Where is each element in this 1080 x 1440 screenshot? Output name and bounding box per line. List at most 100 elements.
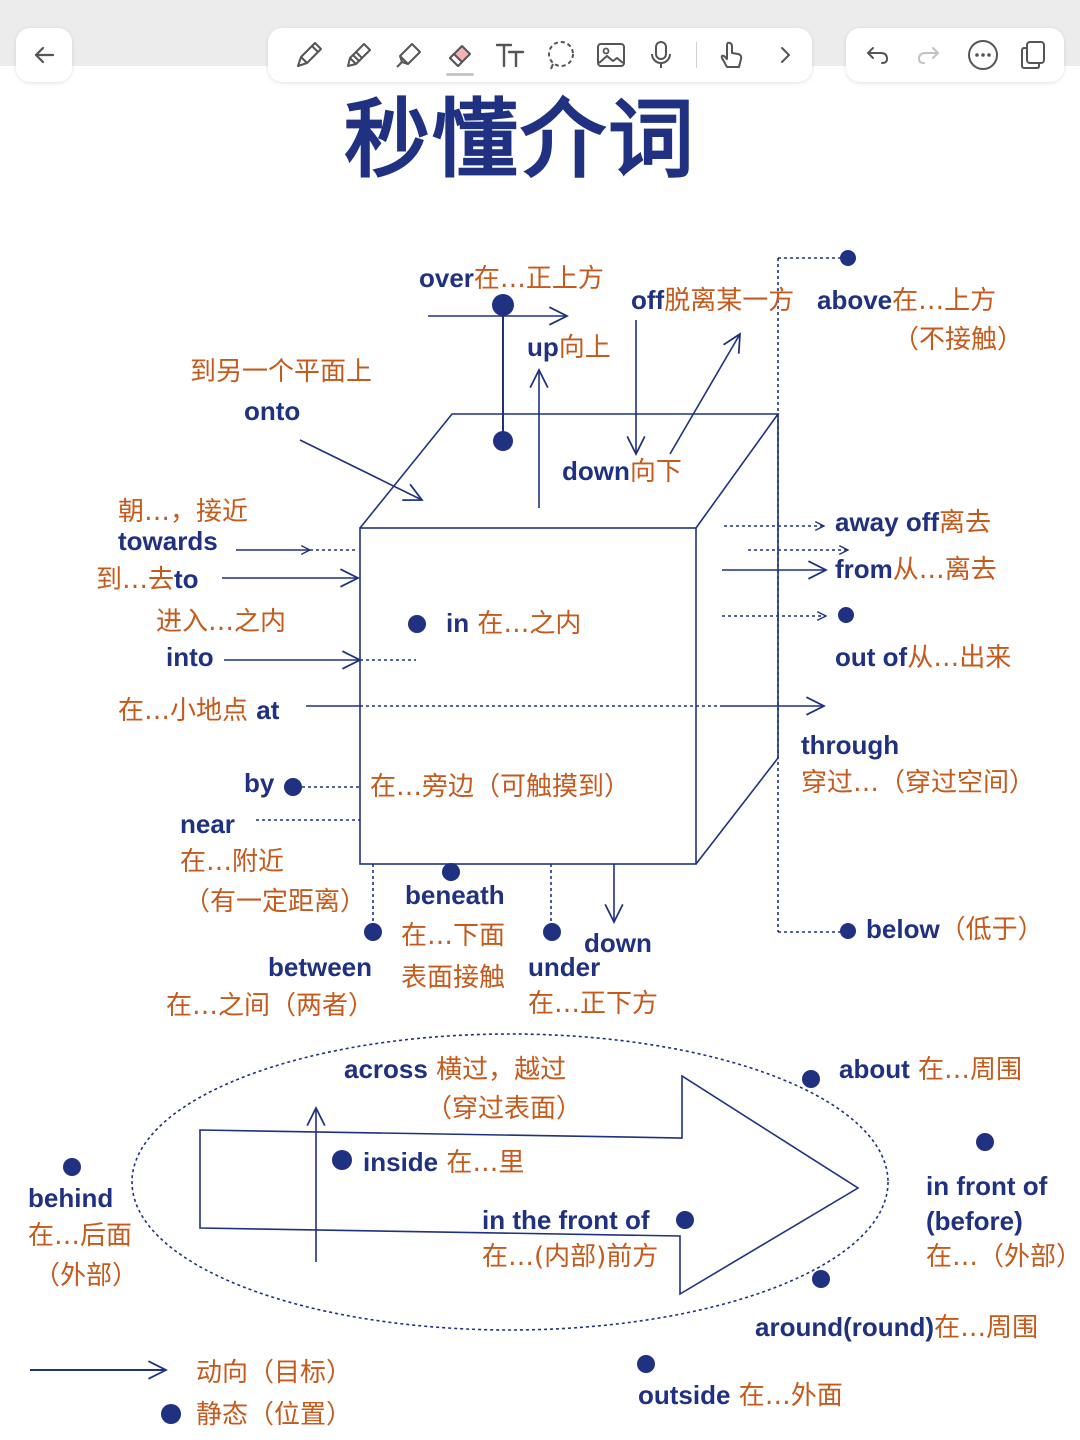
to-en: to — [174, 564, 199, 594]
below-cn: （低于） — [939, 915, 1044, 945]
from-cn: 从…离去 — [892, 555, 997, 585]
in-the-front-of-dot — [676, 1211, 694, 1229]
onto-arrow — [299, 439, 424, 502]
image-icon[interactable] — [588, 28, 634, 82]
around-cn: 在…周围 — [934, 1313, 1039, 1343]
across-cn: 横过，越过 — [436, 1055, 567, 1085]
between-cn: 在…之间（两者） — [166, 991, 375, 1021]
to-cn: 到…去 — [96, 565, 175, 595]
in-cn: 在…之内 — [477, 609, 582, 639]
in-front-of-en2: (before) — [926, 1206, 1023, 1236]
label-away-off: away off离去 — [835, 506, 991, 539]
by-cn: 在…旁边（可触摸到） — [370, 772, 631, 802]
at-en: at — [256, 695, 280, 725]
off-cn: 脱离某一方 — [664, 286, 795, 316]
label-below: below（低于） — [866, 913, 1044, 946]
about-cn: 在…周围 — [918, 1055, 1023, 1085]
legend-dot-label: 静态（位置） — [196, 1400, 353, 1430]
legend-arrow-label: 动向（目标） — [196, 1358, 353, 1388]
undo-icon[interactable] — [854, 28, 900, 82]
microphone-icon[interactable] — [638, 28, 684, 82]
above-en: above — [817, 285, 893, 315]
near-cn: 在…附近 — [180, 847, 285, 877]
under-cn: 在…正下方 — [528, 989, 659, 1019]
in-the-front-of-en: in the front of — [482, 1205, 650, 1235]
towards-en: towards — [118, 526, 218, 556]
across-en: across — [344, 1054, 428, 1084]
up-en: up — [527, 332, 559, 362]
beneath-en: beneath — [405, 880, 505, 910]
tool-palette — [268, 28, 812, 82]
at-cn: 在…小地点 — [118, 696, 249, 726]
pen-icon[interactable] — [286, 28, 332, 82]
lasso-icon[interactable] — [538, 28, 584, 82]
redo-icon[interactable] — [906, 28, 952, 82]
label-over: over在…正上方 — [419, 262, 604, 295]
in-front-of-dot — [976, 1133, 994, 1151]
near-en: near — [180, 809, 235, 839]
text-icon[interactable] — [488, 28, 534, 82]
in-front-of-cn: 在…（外部） — [926, 1242, 1080, 1272]
label-to: 到…去to — [96, 563, 199, 596]
legend-dot — [161, 1404, 181, 1424]
near-note: （有一定距离） — [184, 887, 367, 917]
back-arrow-icon[interactable] — [21, 28, 67, 82]
beneath-note: 表面接触 — [401, 963, 506, 993]
about-dot — [802, 1070, 820, 1088]
off-en: off — [631, 285, 665, 315]
active-tool-indicator — [446, 73, 474, 76]
back-button[interactable] — [16, 28, 72, 82]
outside-en: outside — [638, 1380, 731, 1410]
onto-cn: 到另一个平面上 — [190, 357, 373, 387]
between-dot — [364, 923, 382, 941]
label-outside: outside 在…外面 — [638, 1379, 843, 1412]
pages-icon[interactable] — [1010, 28, 1056, 82]
under-en: under — [528, 952, 601, 982]
down-top-cn: 向下 — [629, 457, 682, 487]
down-bottom-en: down — [584, 928, 652, 958]
below-en: below — [866, 914, 940, 944]
in-en: in — [446, 608, 470, 638]
label-out-of: out of从…出来 — [835, 641, 1011, 674]
chevron-right-icon[interactable] — [762, 28, 808, 82]
over-cn: 在…正上方 — [473, 264, 604, 294]
away-off-cn: 离去 — [939, 508, 992, 538]
surface-ellipse — [131, 1033, 889, 1331]
under-dot — [543, 923, 561, 941]
down-top-en: down — [562, 456, 630, 486]
out-of-cn: 从…出来 — [907, 643, 1012, 673]
towards-cn: 朝…，接近 — [118, 497, 249, 527]
hand-pointer-icon[interactable] — [708, 28, 754, 82]
around-dot — [812, 1270, 830, 1288]
label-down-top: down向下 — [562, 455, 682, 488]
above-note: （不接触） — [893, 325, 1024, 355]
onto-en: onto — [244, 396, 301, 426]
eraser-icon[interactable] — [436, 28, 482, 82]
behind-en: behind — [28, 1183, 114, 1213]
outside-dot — [637, 1355, 655, 1373]
inside-cn: 在…里 — [446, 1148, 525, 1178]
label-from: from从…离去 — [835, 553, 997, 586]
by-dot — [284, 778, 302, 796]
label-up: up向上 — [527, 331, 611, 364]
from-en: from — [835, 554, 893, 584]
by-en: by — [244, 768, 275, 798]
label-around: around(round)在…周围 — [755, 1311, 1038, 1344]
pencil-icon[interactable] — [336, 28, 382, 82]
beneath-dot — [442, 863, 460, 881]
outside-cn: 在…外面 — [738, 1381, 843, 1411]
over-surface-dot — [493, 431, 513, 451]
highlighter-icon[interactable] — [386, 28, 432, 82]
page-title: 秒懂介词 — [344, 90, 696, 190]
behind-note: （外部） — [34, 1261, 139, 1291]
in-front-of-en: in front of — [926, 1171, 1048, 1201]
label-in: in 在…之内 — [446, 607, 581, 640]
behind-dot — [63, 1158, 81, 1176]
behind-cn: 在…后面 — [28, 1221, 133, 1251]
more-icon[interactable] — [960, 28, 1006, 82]
above-dot — [840, 250, 856, 266]
below-dot — [840, 923, 856, 939]
inside-dot — [332, 1150, 352, 1170]
away-off-en: away off — [835, 507, 940, 537]
